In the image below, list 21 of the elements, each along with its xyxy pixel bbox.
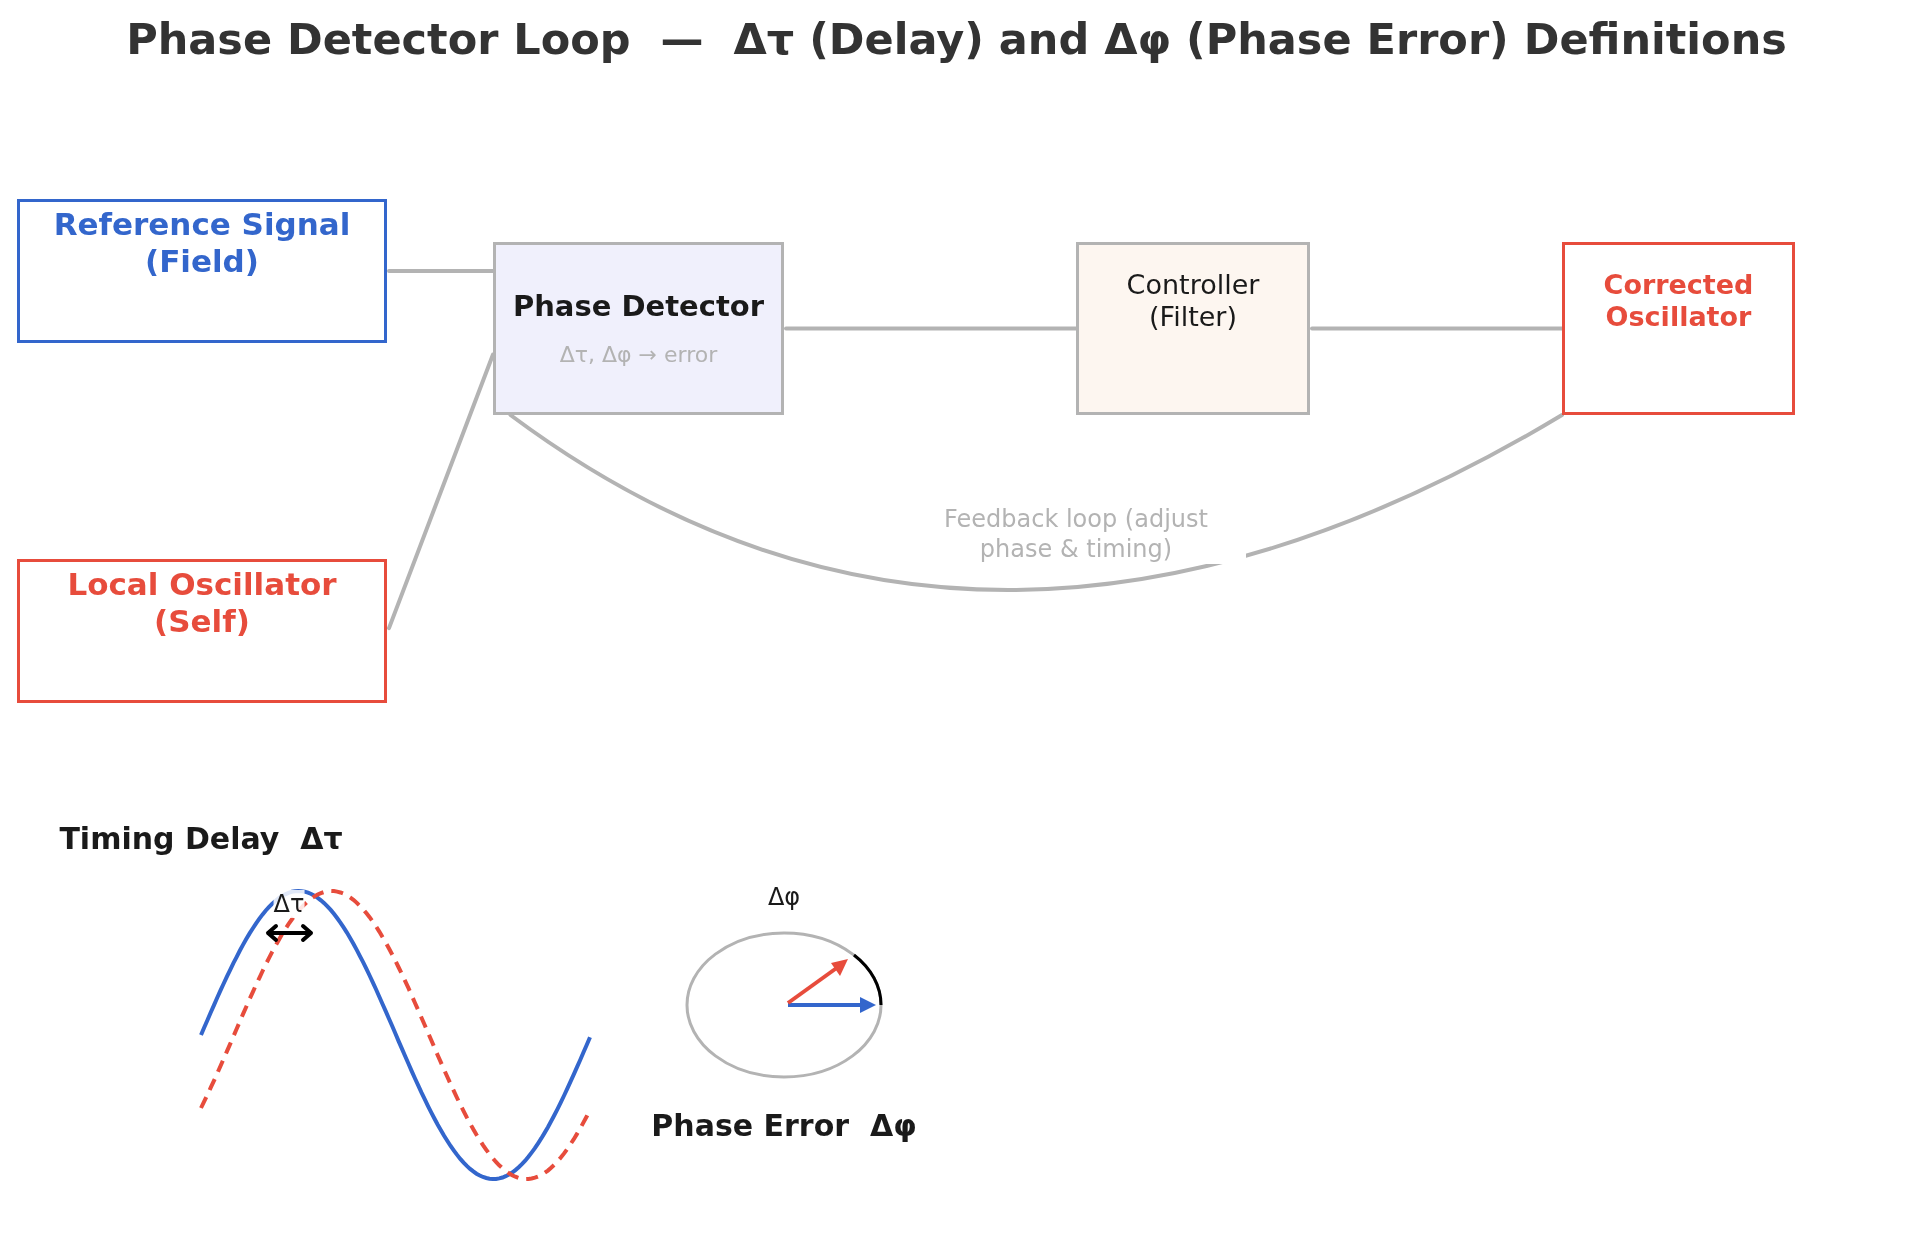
- delay-symbol: Δτ: [273, 890, 305, 918]
- process-box: [493, 242, 784, 415]
- process-box: [1076, 242, 1310, 415]
- connector-line: [508, 413, 1564, 592]
- section-heading: Timing Delay Δτ: [59, 820, 343, 856]
- input-box: [17, 559, 387, 703]
- node-label: Phase Detector: [512, 289, 764, 324]
- output-box: [1562, 242, 1795, 415]
- connector-line: [784, 326, 1078, 331]
- node-sublabel: Δτ, Δφ → error: [559, 341, 718, 369]
- input-box: [17, 199, 387, 343]
- diagram-title: Phase Detector Loop — Δτ (Delay) and Δφ (Phase Error) Definitions: [125, 14, 1788, 64]
- node-label: Corrected Oscillator: [1602, 269, 1755, 334]
- connector-line: [1310, 326, 1564, 331]
- node-label: Local Oscillator (Self): [66, 566, 338, 641]
- connector-line: [387, 269, 495, 274]
- section-heading: Phase Error Δφ: [651, 1107, 917, 1143]
- node-label: Reference Signal (Field): [52, 206, 352, 281]
- node-label: Controller (Filter): [1125, 269, 1261, 334]
- connector-line: [387, 352, 495, 631]
- phase-symbol: Δφ: [767, 883, 801, 911]
